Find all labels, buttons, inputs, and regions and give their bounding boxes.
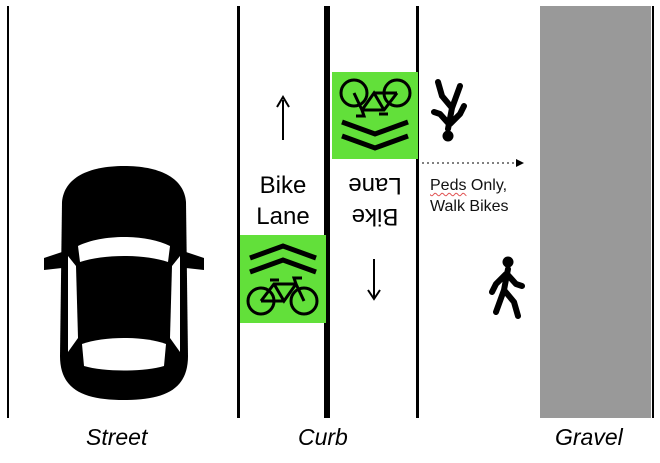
- bicycle-icon: [246, 276, 319, 316]
- only-word: Only,: [466, 177, 508, 194]
- bike-lane-up-line1: Bike: [259, 172, 307, 199]
- street-right-edge-line: [237, 6, 240, 418]
- chevron-icon: [249, 243, 317, 275]
- bike-lane-up-label: Bike Lane: [243, 170, 323, 232]
- arrow-up-icon: [276, 95, 290, 140]
- bike-lane-down-line1: Bike: [351, 203, 399, 230]
- peds-only-line1: Peds Only,: [430, 175, 509, 196]
- bike-lane-marker-down: [332, 72, 418, 159]
- bike-lane-down-label: Bike Lane: [333, 170, 417, 232]
- right-edge-line: [652, 6, 654, 418]
- bike-lane-up-line2: Lane: [256, 203, 310, 230]
- curb-line: [324, 6, 330, 418]
- arrow-down-icon: [367, 259, 381, 301]
- bike-lane-down-line2: Lane: [348, 172, 402, 199]
- peds-word: Peds: [430, 177, 467, 194]
- car-icon: [44, 166, 204, 400]
- bicycle-icon: [339, 78, 412, 118]
- gravel-label: Gravel: [555, 424, 623, 450]
- pedestrian-icon: [431, 79, 467, 142]
- bike-lane-marker-up: [240, 235, 326, 323]
- peds-only-line2: Walk Bikes: [430, 198, 509, 215]
- curb-label: Curb: [298, 424, 348, 450]
- dotted-arrow-icon: [422, 159, 524, 167]
- gravel-strip: [540, 6, 651, 418]
- street-left-edge-line: [7, 6, 9, 418]
- street-label: Street: [86, 424, 148, 450]
- pedestrian-icon: [489, 256, 525, 319]
- peds-only-label: Peds Only, Walk Bikes: [430, 175, 509, 217]
- sidewalk-left-edge-line: [416, 6, 419, 418]
- chevron-icon: [341, 119, 409, 151]
